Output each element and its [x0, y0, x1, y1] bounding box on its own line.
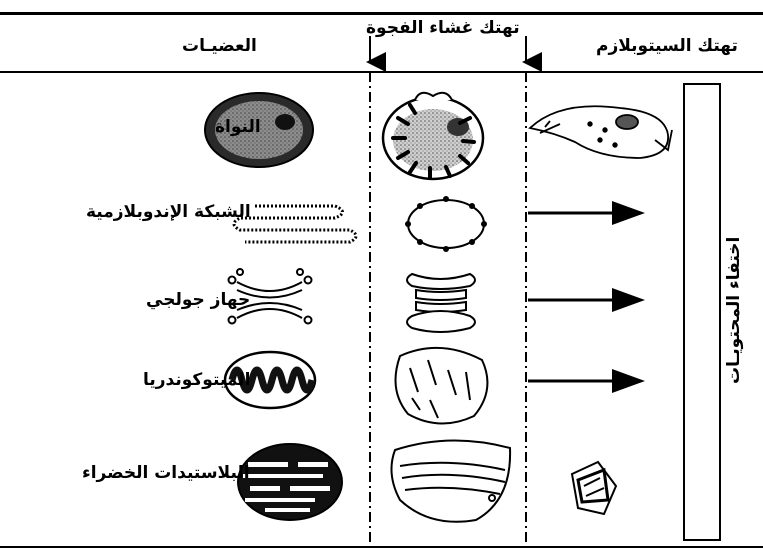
er-vesicle: [405, 196, 487, 252]
golgi-swollen: [407, 274, 475, 332]
contents-box: [684, 84, 720, 540]
nucleus-swollen: [383, 93, 483, 179]
label-endoplasmic-reticulum: الشبكة الإندوبلازمية: [86, 202, 251, 222]
er-intact: [234, 206, 356, 242]
label-mitochondria: الميتوكوندريا: [143, 370, 250, 390]
label-nucleus: النواة: [215, 117, 261, 137]
nucleus-fragment: [530, 106, 672, 158]
mito-swollen: [396, 348, 488, 424]
mito-arrow-head: [612, 369, 645, 393]
side-label-contents-disappear: اختفاء المحتويـات: [724, 210, 763, 410]
label-chloroplast: البلاستيدات الخضراء: [82, 463, 250, 483]
chloroplast-intact: [238, 444, 342, 520]
chloroplast-swollen: [391, 440, 510, 521]
er-arrow-head: [612, 201, 645, 225]
chloroplast-fragment: [572, 462, 616, 514]
label-golgi: جهاز جولجي: [146, 290, 250, 310]
golgi-arrow-head: [612, 288, 645, 312]
